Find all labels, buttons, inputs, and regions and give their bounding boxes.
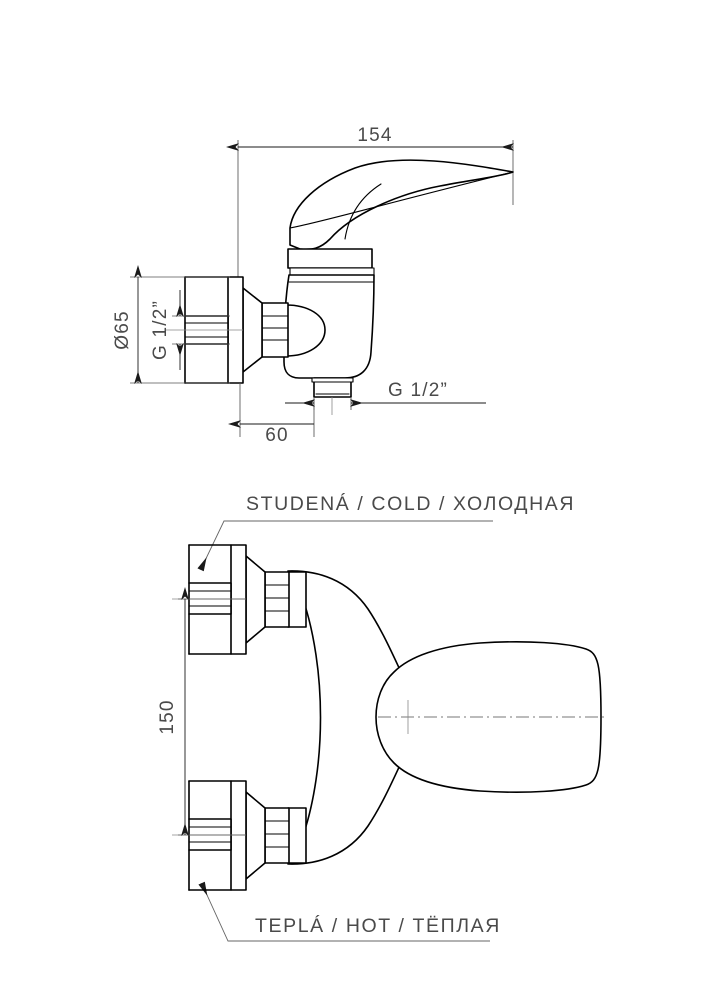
outlet-spigot-side bbox=[311, 377, 354, 398]
dimension-label-thread-outlet: G 1/2” bbox=[388, 380, 448, 401]
dimension-label-diameter-65: Ø65 bbox=[112, 310, 133, 350]
escutcheon-bottom-front bbox=[230, 780, 266, 891]
side-view-group: 154 bbox=[112, 125, 514, 446]
dimension-label-thread-inlet: G 1/2” bbox=[150, 300, 171, 360]
wall-inlet-stub-top-front bbox=[172, 544, 246, 655]
inlet-hex-nut-side bbox=[261, 302, 289, 358]
dimension-diameter-65: Ø65 bbox=[112, 265, 230, 384]
callout-label-hot: TEPLÁ / HOT / ТЁПЛАЯ bbox=[255, 914, 501, 937]
lever-handle-side bbox=[289, 159, 514, 251]
escutcheon-top-front bbox=[230, 544, 266, 655]
callout-hot: TEPLÁ / HOT / ТЁПЛАЯ bbox=[198, 881, 501, 942]
dimension-60: 60 bbox=[228, 383, 315, 446]
dimension-label-154: 154 bbox=[357, 125, 392, 146]
front-view-group: STUDENÁ / COLD / ХОЛОДНАЯ TEPLÁ / HOT / … bbox=[157, 492, 604, 942]
callout-cold: STUDENÁ / COLD / ХОЛОДНАЯ bbox=[197, 492, 575, 572]
inlet-assembly-bottom-front bbox=[172, 780, 307, 891]
inlet-hex-nut-top-front bbox=[264, 571, 290, 628]
dimension-label-60: 60 bbox=[265, 425, 289, 446]
cartridge-collar-side bbox=[287, 248, 375, 276]
inlet-hex-nut-bottom-front bbox=[264, 807, 290, 864]
lever-grip-front bbox=[375, 641, 604, 793]
dimension-thread-inlet: G 1/2” bbox=[150, 290, 230, 370]
dimension-150: 150 bbox=[157, 587, 246, 836]
inlet-assembly-top-front bbox=[172, 544, 307, 655]
dimension-154: 154 bbox=[226, 125, 514, 300]
callout-label-cold: STUDENÁ / COLD / ХОЛОДНАЯ bbox=[246, 492, 575, 515]
dimension-label-150: 150 bbox=[157, 699, 178, 734]
dimension-thread-outlet: G 1/2” bbox=[285, 380, 486, 415]
